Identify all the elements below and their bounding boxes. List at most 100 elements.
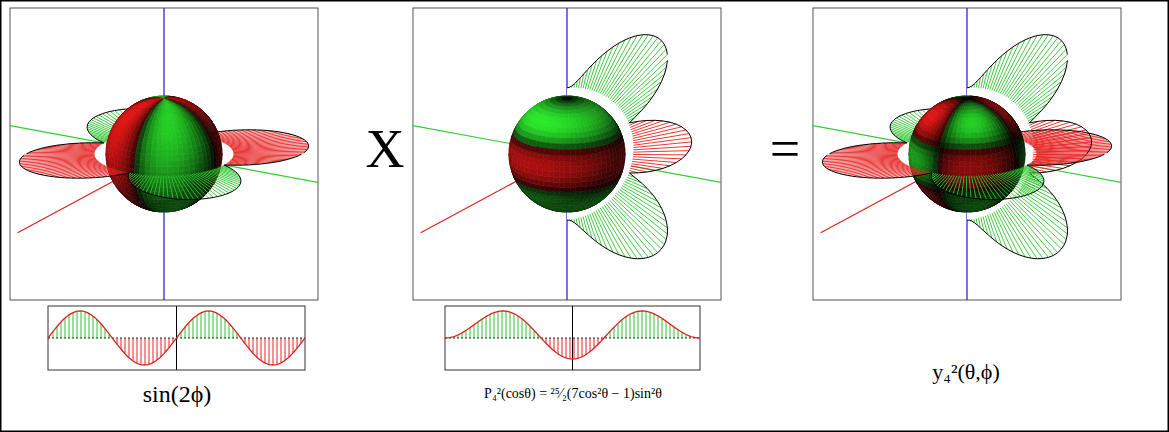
sphere-facet bbox=[156, 150, 162, 156]
sphere-facet bbox=[159, 99, 164, 100]
sphere bbox=[509, 96, 625, 212]
lobe-hatch bbox=[633, 146, 691, 150]
sphere-facet bbox=[157, 200, 162, 203]
sphere-facet bbox=[141, 148, 147, 154]
sphere-facet bbox=[151, 166, 157, 172]
sphere-facet bbox=[145, 160, 151, 166]
sphere-facet bbox=[162, 123, 166, 128]
sphere-facet bbox=[567, 99, 572, 100]
sphere-facet bbox=[162, 155, 168, 161]
sphere-facet bbox=[567, 99, 572, 100]
lobe-hatch bbox=[154, 176, 159, 195]
sphere-facet bbox=[171, 133, 176, 139]
sphere-facet bbox=[157, 138, 162, 144]
sphere-facet bbox=[158, 203, 163, 206]
sphere-facet bbox=[167, 144, 172, 150]
sphere-facet bbox=[161, 96, 163, 97]
lobe-hatching bbox=[19, 154, 301, 199]
sphere-facet bbox=[167, 200, 172, 203]
sphere-facet bbox=[562, 99, 567, 100]
sphere-facet bbox=[146, 143, 152, 149]
sphere-facet bbox=[159, 99, 164, 100]
sphere-facet bbox=[146, 149, 152, 155]
sphere-facet bbox=[163, 110, 166, 114]
lobe-hatch bbox=[134, 109, 150, 133]
lobe-hatch bbox=[27, 153, 95, 154]
sphere-facet bbox=[178, 149, 184, 155]
sphere-facet bbox=[173, 161, 179, 167]
sphere-facet bbox=[156, 155, 162, 161]
sphere-facet bbox=[159, 99, 164, 100]
sphere-facet bbox=[166, 128, 171, 133]
sphere-facet bbox=[562, 99, 567, 100]
sphere-facet bbox=[163, 211, 165, 212]
lobe-hatch bbox=[600, 208, 631, 258]
sphere-facet bbox=[140, 165, 145, 171]
sphere-facet bbox=[562, 99, 567, 100]
sphere-facet bbox=[164, 99, 169, 100]
lobe-hatch bbox=[633, 154, 686, 155]
lobe-hatch bbox=[613, 197, 664, 245]
lobe-outline bbox=[19, 154, 301, 199]
lobe-hatching bbox=[27, 109, 309, 154]
sphere-facet bbox=[167, 155, 173, 161]
sphere-facet bbox=[145, 155, 151, 161]
sphere-facet bbox=[184, 165, 189, 171]
sphere-facet bbox=[153, 133, 158, 139]
sphere-facet bbox=[172, 138, 177, 144]
panel-frame bbox=[413, 8, 721, 300]
sphere-facet bbox=[567, 101, 568, 104]
sphere-facet bbox=[162, 203, 166, 206]
panel-content bbox=[413, 8, 721, 300]
sphere-facet bbox=[156, 161, 162, 167]
sphere-facet bbox=[163, 96, 165, 97]
sphere-facet bbox=[166, 118, 170, 123]
sphere-facet bbox=[162, 128, 166, 133]
sphere-facet bbox=[159, 99, 164, 100]
lobe-outline bbox=[27, 109, 309, 154]
panel-content bbox=[10, 8, 318, 300]
lobe-hatch bbox=[630, 168, 647, 172]
lobe-hatch bbox=[632, 124, 676, 136]
sphere-facet bbox=[167, 138, 172, 144]
y-axis bbox=[413, 108, 721, 200]
lobe-outline bbox=[567, 61, 692, 259]
sphere-facet bbox=[164, 101, 165, 104]
sphere-facet bbox=[167, 161, 173, 167]
sphere-facet bbox=[162, 101, 163, 104]
lobe-hatch bbox=[611, 199, 661, 249]
sphere-facet bbox=[158, 98, 164, 100]
lobe-hatch bbox=[627, 177, 642, 183]
sphere-facet bbox=[158, 123, 162, 128]
sphere-facet bbox=[162, 167, 168, 173]
sphere-facet bbox=[183, 154, 189, 160]
lobe-hatch bbox=[633, 138, 691, 146]
sphere-facet bbox=[567, 99, 572, 100]
sphere bbox=[106, 96, 222, 212]
lobe-hatch bbox=[159, 176, 162, 196]
sphere-facet bbox=[165, 96, 167, 97]
sphere-facet bbox=[162, 150, 167, 156]
sphere-facet bbox=[157, 133, 162, 139]
lobe-hatch bbox=[633, 151, 689, 153]
sphere-facet bbox=[157, 144, 162, 150]
sphere-facet bbox=[162, 192, 167, 196]
x-axis bbox=[18, 154, 164, 233]
sphere-facet bbox=[152, 144, 157, 150]
lobe-ring bbox=[94, 132, 233, 176]
sphere-facet bbox=[164, 101, 165, 104]
sphere-facet bbox=[145, 166, 151, 172]
sphere-facet bbox=[564, 101, 566, 104]
sphere-facet bbox=[151, 155, 157, 161]
sphere-facet bbox=[184, 159, 190, 165]
lobe-hatch bbox=[631, 166, 655, 171]
sphere-facet bbox=[162, 200, 167, 203]
lobe-hatch bbox=[632, 122, 670, 134]
lobe-hatch bbox=[632, 164, 663, 169]
sphere-facet bbox=[565, 101, 566, 104]
sphere-facet bbox=[566, 96, 568, 97]
lobe-hatching bbox=[567, 60, 692, 258]
sphere-facet bbox=[162, 133, 167, 138]
lobe-hatch bbox=[610, 200, 658, 252]
sphere-facet bbox=[158, 128, 163, 133]
